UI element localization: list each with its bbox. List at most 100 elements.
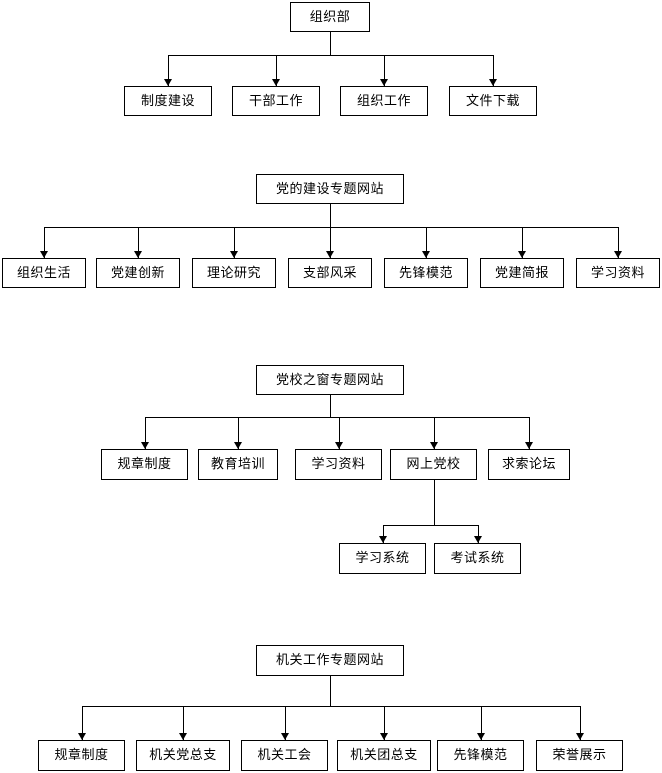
node-label: 党建创新	[110, 265, 165, 281]
section-party-school-window-website-child-3[interactable]: 网上党校	[390, 449, 477, 480]
section-party-school-window-website-child-4[interactable]: 求索论坛	[488, 449, 570, 480]
section-party-building-website-child-drop-5	[522, 227, 523, 258]
section-party-building-website-child-arrow-3	[326, 251, 334, 258]
section-party-building-website-child-arrow-4	[422, 251, 430, 258]
section-party-building-website-child-6[interactable]: 学习资料	[576, 258, 660, 288]
section-organization-department-root-node[interactable]: 组织部	[290, 2, 370, 32]
section-organization-department-child-drop-1	[276, 55, 277, 86]
section-agency-work-website-root-node[interactable]: 机关工作专题网站	[256, 645, 404, 676]
node-label: 支部风采	[302, 265, 357, 281]
node-label: 机关党总支	[149, 748, 217, 763]
section-party-building-website-child-arrow-0	[40, 251, 48, 258]
section-party-school-window-website-sub-arrow-1	[474, 536, 482, 543]
section-organization-department-child-3[interactable]: 文件下载	[449, 86, 537, 116]
section-party-school-window-website-child-drop-2	[339, 417, 340, 449]
node-label: 学习系统	[355, 551, 410, 566]
node-label: 机关团总支	[350, 748, 418, 763]
node-label: 理论研究	[206, 265, 261, 281]
section-agency-work-website-child-arrow-5	[576, 733, 584, 740]
section-party-school-window-website-grandchild-0[interactable]: 学习系统	[339, 543, 426, 574]
section-agency-work-website-child-5[interactable]: 荣誉展示	[536, 740, 623, 771]
node-label: 机关工作专题网站	[275, 653, 384, 668]
section-organization-department-child-drop-3	[493, 55, 494, 86]
section-organization-department-child-arrow-2	[380, 79, 388, 86]
section-party-building-website-root-node[interactable]: 党的建设专题网站	[256, 174, 404, 204]
node-label: 组织生活	[16, 265, 71, 281]
section-organization-department-child-2[interactable]: 组织工作	[340, 86, 428, 116]
section-party-building-website-child-bus	[44, 227, 618, 228]
section-agency-work-website-child-drop-4	[481, 706, 482, 740]
node-label: 组织工作	[356, 93, 411, 109]
node-label: 先锋模范	[453, 748, 508, 763]
section-party-school-window-website-child-bus	[145, 417, 529, 418]
section-party-building-website-child-drop-3	[330, 227, 331, 258]
section-party-building-website-child-1[interactable]: 党建创新	[96, 258, 180, 288]
section-agency-work-website-root-stem	[330, 676, 331, 706]
section-party-school-window-website-child-2[interactable]: 学习资料	[295, 449, 382, 480]
section-party-building-website-child-arrow-5	[518, 251, 526, 258]
section-party-school-window-website-sub-bus	[383, 525, 478, 526]
section-party-school-window-website-sub-drop-1	[478, 525, 479, 543]
node-label: 规章制度	[54, 748, 109, 763]
section-party-school-window-website-child-0[interactable]: 规章制度	[101, 449, 188, 480]
section-party-building-website-child-0[interactable]: 组织生活	[2, 258, 86, 288]
section-agency-work-website-child-1[interactable]: 机关党总支	[136, 740, 230, 771]
node-label: 制度建设	[140, 93, 195, 109]
section-party-school-window-website-grandchild-1[interactable]: 考试系统	[434, 543, 521, 574]
node-label: 学习资料	[311, 457, 366, 472]
section-party-school-window-website-child-1[interactable]: 教育培训	[198, 449, 278, 480]
node-label: 规章制度	[117, 457, 172, 472]
section-party-school-window-website-sub-arrow-0	[379, 536, 387, 543]
section-party-school-window-website-child-arrow-2	[335, 442, 343, 449]
section-party-building-website-child-drop-2	[234, 227, 235, 258]
section-agency-work-website-child-drop-0	[82, 706, 83, 740]
section-party-building-website-child-5[interactable]: 党建简报	[480, 258, 564, 288]
section-party-school-window-website-child-drop-4	[529, 417, 530, 449]
section-party-school-window-website-child-drop-0	[145, 417, 146, 449]
section-organization-department-root-stem	[330, 32, 331, 55]
node-label: 教育培训	[210, 457, 265, 472]
node-label: 党校之窗专题网站	[275, 372, 384, 388]
section-party-building-website-child-3[interactable]: 支部风采	[288, 258, 372, 288]
node-label: 机关工会	[257, 748, 312, 763]
section-party-school-window-website-root-node[interactable]: 党校之窗专题网站	[256, 365, 404, 395]
section-agency-work-website-child-drop-2	[285, 706, 286, 740]
section-party-building-website-child-drop-0	[44, 227, 45, 258]
node-label: 组织部	[309, 9, 351, 25]
node-label: 学习资料	[590, 265, 645, 281]
node-label: 文件下载	[465, 93, 520, 109]
section-organization-department-child-1[interactable]: 干部工作	[232, 86, 320, 116]
section-party-building-website-child-arrow-6	[614, 251, 622, 258]
section-party-building-website-child-arrow-2	[230, 251, 238, 258]
section-agency-work-website-child-2[interactable]: 机关工会	[241, 740, 328, 771]
node-label: 考试系统	[450, 551, 505, 566]
section-agency-work-website-child-arrow-4	[477, 733, 485, 740]
section-agency-work-website-child-3[interactable]: 机关团总支	[337, 740, 431, 771]
section-organization-department-child-arrow-3	[489, 79, 497, 86]
section-organization-department-child-arrow-0	[164, 79, 172, 86]
section-agency-work-website-child-drop-5	[580, 706, 581, 740]
section-organization-department-child-drop-2	[384, 55, 385, 86]
section-party-building-website-child-drop-1	[138, 227, 139, 258]
section-party-school-window-website-child-arrow-1	[234, 442, 242, 449]
section-party-school-window-website-root-stem	[330, 395, 331, 417]
section-organization-department-child-drop-0	[168, 55, 169, 86]
section-organization-department-child-0[interactable]: 制度建设	[124, 86, 212, 116]
section-party-school-window-website-child-drop-1	[238, 417, 239, 449]
node-label: 党建简报	[494, 265, 549, 281]
section-organization-department-child-bus	[168, 55, 493, 56]
node-label: 干部工作	[248, 93, 303, 109]
section-party-building-website-child-drop-4	[426, 227, 427, 258]
node-label: 党的建设专题网站	[275, 181, 384, 197]
section-agency-work-website-child-4[interactable]: 先锋模范	[437, 740, 524, 771]
section-agency-work-website-child-arrow-2	[281, 733, 289, 740]
node-label: 先锋模范	[398, 265, 453, 281]
section-agency-work-website-child-0[interactable]: 规章制度	[38, 740, 125, 771]
section-agency-work-website-child-drop-3	[384, 706, 385, 740]
section-party-school-window-website-child-drop-3	[434, 417, 435, 449]
section-agency-work-website-child-arrow-1	[179, 733, 187, 740]
section-party-building-website-child-2[interactable]: 理论研究	[192, 258, 276, 288]
section-party-building-website-child-4[interactable]: 先锋模范	[384, 258, 468, 288]
section-party-school-window-website-child-arrow-4	[525, 442, 533, 449]
